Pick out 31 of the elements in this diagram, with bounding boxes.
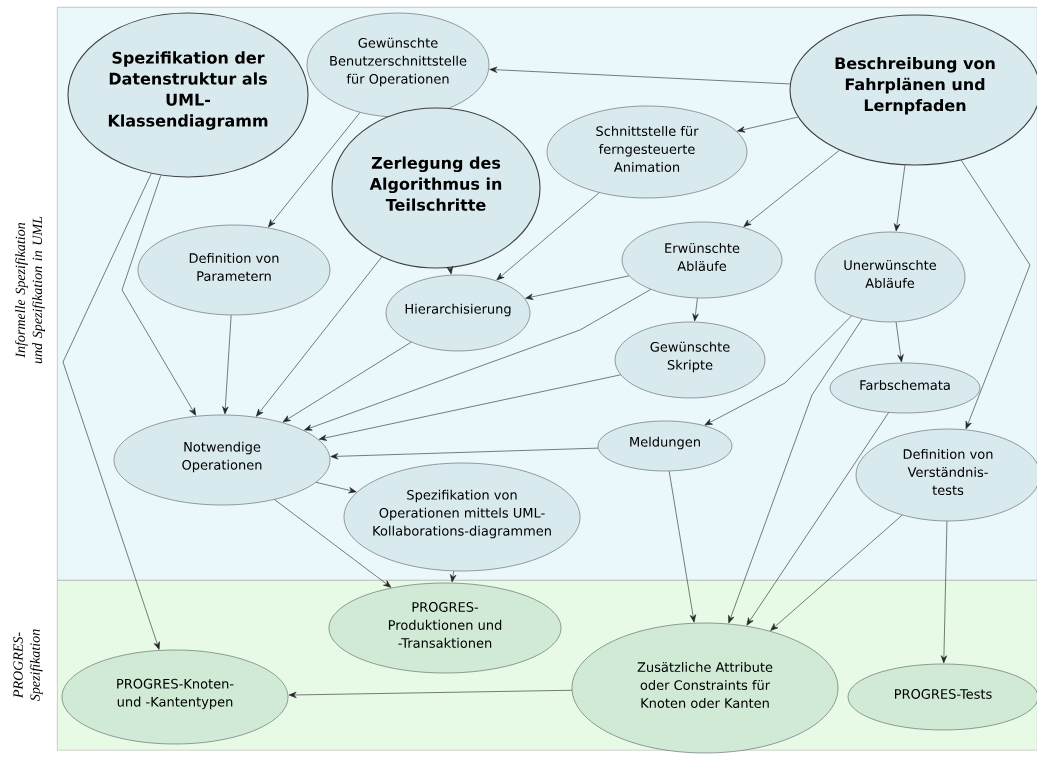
arrow: [668, 470, 697, 623]
band-label: PROGRES- Spezifikation: [13, 629, 43, 701]
arrow: [692, 297, 699, 322]
arrow: [282, 341, 412, 423]
arrow: [960, 159, 1031, 430]
arrow: [256, 256, 383, 417]
arrow: [894, 165, 906, 232]
arrow: [728, 318, 863, 624]
arrow: [121, 175, 197, 416]
arrow: [770, 514, 903, 631]
arrow: [315, 482, 357, 494]
arrow: [496, 192, 600, 281]
arrow: [274, 499, 392, 588]
arrow: [525, 275, 630, 300]
arrow: [450, 570, 457, 583]
arrow: [895, 321, 904, 363]
arrow: [743, 150, 840, 227]
arrow: [288, 689, 573, 699]
arrow: [704, 315, 852, 426]
band-label: Informelle Spezifikation und Spezifikation in UML: [15, 216, 45, 364]
arrow: [318, 374, 621, 441]
arrow: [489, 66, 791, 85]
arrow: [304, 289, 652, 431]
arrow: [940, 520, 948, 664]
arrow: [62, 173, 160, 650]
arrow: [330, 447, 599, 460]
arrow: [222, 314, 232, 415]
arrow: [446, 266, 453, 275]
arrow: [746, 412, 889, 626]
arrow: [737, 116, 799, 133]
arrow: [268, 112, 361, 228]
